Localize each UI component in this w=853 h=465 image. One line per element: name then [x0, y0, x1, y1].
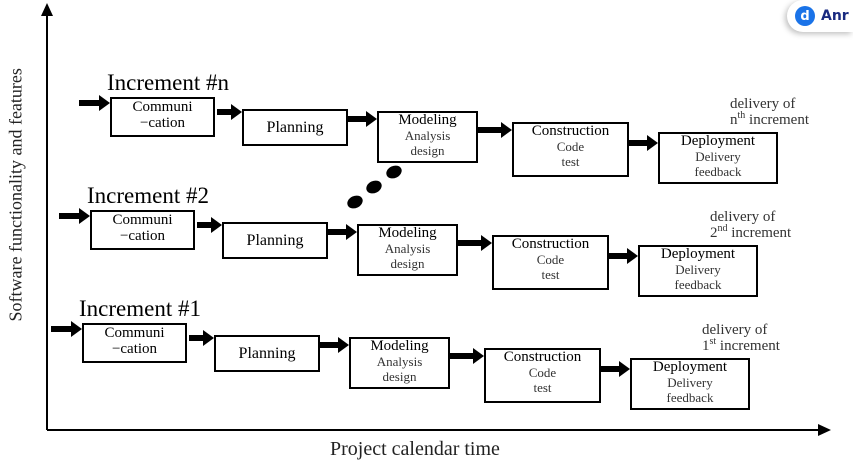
- flow-arrow: [458, 235, 492, 251]
- modeling-line-design: design: [390, 256, 425, 271]
- brand-badge[interactable]: d Anr: [787, 0, 853, 32]
- deployment-line-delivery: Delivery: [667, 375, 713, 390]
- delivery-ordinal-sup: nd: [717, 223, 728, 234]
- increment-title: Increment #n: [107, 70, 229, 95]
- x-axis-label: Project calendar time: [330, 438, 500, 460]
- delivery-note-line2: 2nd increment: [710, 223, 792, 242]
- d-logo-icon: d: [795, 6, 815, 26]
- planning-box: Planning: [242, 109, 348, 146]
- delivery-note-line1: delivery of: [702, 322, 768, 338]
- y-axis-label: Software functionality and features: [5, 68, 26, 322]
- ellipsis-dot: [366, 180, 382, 194]
- communication-label-line2: −cation: [111, 341, 158, 357]
- planning-label: Planning: [266, 119, 324, 136]
- delivery-ordinal-sup: st: [709, 336, 717, 347]
- communication-box: Communi−cation: [90, 210, 195, 250]
- increment-title: Increment #1: [79, 296, 201, 321]
- communication-label-line1: Communi: [112, 212, 173, 228]
- communication-label-line2: −cation: [139, 115, 186, 131]
- deployment-title: Deployment: [680, 133, 756, 149]
- axes: [41, 3, 831, 436]
- planning-box: Planning: [222, 222, 328, 259]
- construction-line-test: test: [561, 154, 580, 169]
- deployment-line-feedback: feedback: [666, 390, 714, 405]
- deployment-line-delivery: Delivery: [675, 262, 721, 277]
- deployment-title: Deployment: [652, 359, 728, 375]
- construction-line-code: Code: [528, 365, 557, 380]
- deployment-title: Deployment: [660, 246, 736, 262]
- increment-title: Increment #2: [87, 183, 209, 208]
- construction-line-code: Code: [536, 252, 565, 267]
- delivery-note-line1: delivery of: [710, 209, 776, 225]
- communication-label-line1: Communi: [132, 99, 193, 115]
- delivery-note-line2: nth increment: [730, 110, 810, 129]
- flow-arrow: [189, 330, 214, 346]
- communication-label-line2: −cation: [119, 228, 166, 244]
- flow-arrow: [217, 104, 242, 120]
- communication-box: Communi−cation: [110, 97, 215, 137]
- flow-arrow: [320, 337, 349, 353]
- flow-arrow: [609, 248, 638, 264]
- delivery-increment-word: increment: [727, 225, 792, 241]
- delivery-increment-word: increment: [745, 112, 810, 128]
- deployment-line-feedback: feedback: [674, 277, 722, 292]
- delivery-ordinal: n: [730, 112, 738, 128]
- modeling-line-design: design: [410, 143, 445, 158]
- modeling-title: Modeling: [370, 338, 429, 354]
- delivery-ordinal: 1: [702, 338, 710, 354]
- flow-arrow: [601, 361, 630, 377]
- flow-arrow: [328, 224, 357, 240]
- construction-title: Construction: [511, 236, 590, 252]
- modeling-line-analysis: Analysis: [404, 128, 451, 143]
- brand-text: Anr: [821, 8, 849, 24]
- delivery-note-line2: 1st increment: [702, 336, 780, 355]
- modeling-title: Modeling: [398, 112, 457, 128]
- planning-label: Planning: [238, 345, 296, 362]
- construction-line-code: Code: [556, 139, 585, 154]
- modeling-line-analysis: Analysis: [384, 241, 431, 256]
- delivery-increment-word: increment: [716, 338, 780, 354]
- communication-label-line1: Communi: [104, 325, 165, 341]
- construction-line-test: test: [533, 380, 552, 395]
- flow-arrow: [51, 321, 82, 337]
- modeling-line-analysis: Analysis: [376, 354, 423, 369]
- modeling-title: Modeling: [378, 225, 437, 241]
- flow-arrow: [478, 122, 512, 138]
- flow-arrow: [79, 95, 110, 111]
- delivery-ordinal-sup: th: [737, 110, 746, 121]
- construction-line-test: test: [541, 267, 560, 282]
- flow-arrow: [348, 111, 377, 127]
- ellipsis-dot: [347, 195, 363, 209]
- ellipsis-dot: [386, 165, 402, 179]
- deployment-line-feedback: feedback: [694, 164, 742, 179]
- deployment-line-delivery: Delivery: [695, 149, 741, 164]
- planning-label: Planning: [246, 232, 304, 249]
- communication-box: Communi−cation: [82, 323, 187, 363]
- flow-arrow: [59, 208, 90, 224]
- flow-arrow: [197, 217, 222, 233]
- delivery-note-line1: delivery of: [730, 96, 796, 112]
- flow-arrow: [629, 135, 658, 151]
- flow-arrow: [450, 348, 484, 364]
- planning-box: Planning: [214, 335, 320, 372]
- delivery-ordinal: 2: [710, 225, 718, 241]
- modeling-line-design: design: [382, 369, 417, 384]
- construction-title: Construction: [531, 123, 610, 139]
- construction-title: Construction: [503, 349, 582, 365]
